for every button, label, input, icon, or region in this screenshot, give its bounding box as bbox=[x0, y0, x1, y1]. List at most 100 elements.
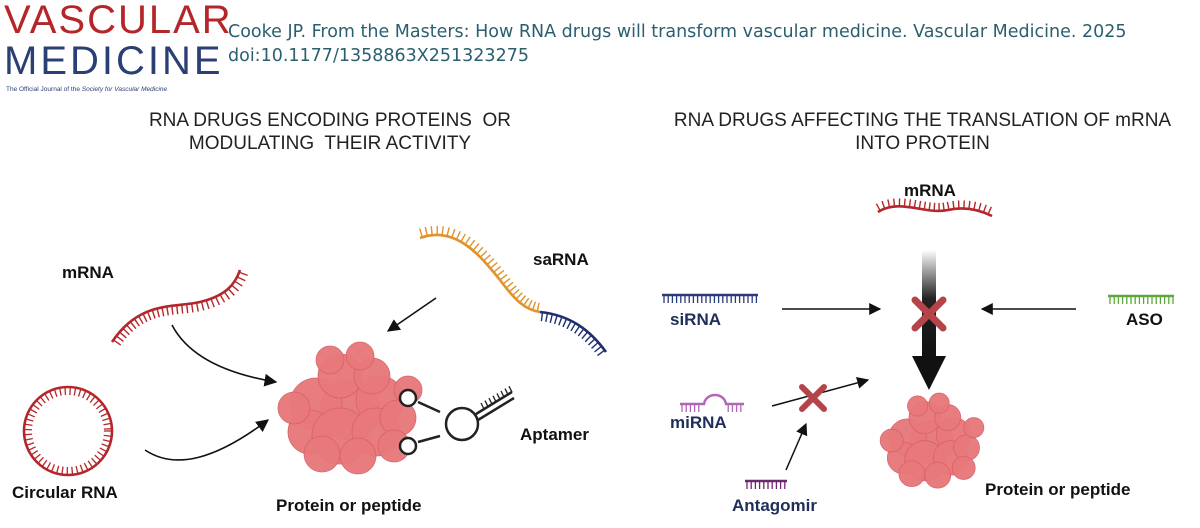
nucleotide-tick bbox=[500, 390, 505, 398]
right-panel-heading: RNA DRUGS AFFECTING THE TRANSLATION OF m… bbox=[673, 110, 1172, 154]
nucleotide-tick bbox=[27, 413, 36, 418]
protein-lobe bbox=[928, 392, 950, 414]
nucleotide-tick bbox=[94, 454, 102, 461]
label-antagomir: Antagomir bbox=[732, 496, 817, 515]
nucleotide-tick bbox=[210, 298, 215, 308]
nucleotide-tick bbox=[91, 457, 98, 465]
nucleotide-tick bbox=[523, 297, 530, 306]
nucleotide-tick bbox=[103, 434, 112, 438]
nucleotide-tick bbox=[451, 228, 456, 238]
nucleotide-tick bbox=[492, 395, 497, 403]
nucleotide-tick bbox=[82, 390, 87, 399]
nucleotide-tick bbox=[215, 296, 221, 306]
aso-strand bbox=[1108, 294, 1174, 304]
translation-arrow-shaft bbox=[922, 250, 936, 358]
nucleotide-tick bbox=[479, 250, 488, 258]
nucleotide-tick bbox=[887, 199, 891, 208]
nucleotide-tick bbox=[238, 271, 248, 277]
translation-arrow-head bbox=[912, 356, 946, 390]
nucleotide-tick bbox=[64, 387, 67, 396]
sirna-strand bbox=[662, 293, 758, 303]
protein-lobe bbox=[303, 435, 341, 473]
nucleotide-tick bbox=[597, 349, 606, 357]
nucleotide-tick bbox=[504, 388, 509, 395]
nucleotide-tick bbox=[973, 201, 977, 210]
nucleotide-tick bbox=[982, 204, 987, 213]
nucleotide-tick bbox=[987, 206, 992, 215]
nucleotide-tick bbox=[558, 316, 563, 326]
nucleotide-tick bbox=[171, 305, 174, 315]
protein-lobe bbox=[879, 428, 904, 453]
nucleotide-tick bbox=[594, 345, 603, 353]
nucleotide-tick bbox=[195, 302, 199, 312]
nucleotide-tick bbox=[545, 312, 549, 323]
protein-lobe bbox=[345, 341, 375, 371]
nucleotide-tick bbox=[44, 393, 50, 401]
nucleotide-tick bbox=[137, 315, 144, 325]
nucleotide-tick bbox=[515, 292, 523, 300]
nucleotide-tick bbox=[903, 198, 906, 207]
strand-backbone bbox=[680, 393, 744, 406]
nucleotide-tick bbox=[581, 331, 589, 340]
nucleotide-tick bbox=[505, 281, 514, 289]
nucleotide-tick bbox=[460, 233, 466, 243]
nucleotide-tick bbox=[28, 446, 36, 451]
label-mrna-right: mRNA bbox=[904, 181, 956, 200]
protein-lobe bbox=[277, 391, 311, 425]
arrow-antagomir-to-block bbox=[785, 422, 808, 471]
nucleotide-tick bbox=[24, 437, 33, 441]
protein-lobe bbox=[898, 460, 926, 488]
x-stroke bbox=[799, 384, 827, 412]
logo-tagline-prefix: The Official Journal of the bbox=[6, 86, 82, 93]
nucleotide-tick bbox=[574, 325, 581, 334]
nucleotide-tick bbox=[100, 412, 109, 417]
nucleotide-tick bbox=[496, 269, 505, 277]
block-x-mirna bbox=[799, 384, 827, 412]
nucleotide-tick bbox=[98, 407, 107, 414]
nucleotide-tick bbox=[928, 202, 931, 211]
nucleotide-tick bbox=[73, 387, 77, 396]
nucleotide-tick bbox=[587, 338, 596, 346]
nucleotide-tick bbox=[424, 226, 428, 237]
nucleotide-tick bbox=[24, 433, 33, 436]
nucleotide-tick bbox=[142, 313, 148, 323]
nucleotide-tick bbox=[113, 339, 122, 346]
nucleotide-tick bbox=[913, 199, 917, 209]
nucleotide-tick bbox=[223, 291, 231, 300]
nucleotide-tick bbox=[553, 315, 558, 325]
nucleotide-tick bbox=[446, 227, 450, 237]
label-mirna: miRNA bbox=[670, 413, 727, 432]
nucleotide-tick bbox=[205, 300, 210, 310]
sarna-strand bbox=[418, 225, 608, 357]
nucleotide-tick bbox=[488, 397, 493, 405]
label-protein-left: Protein or peptide bbox=[276, 496, 421, 515]
nucleotide-tick bbox=[231, 284, 240, 292]
nucleotide-tick bbox=[540, 312, 544, 322]
nucleotide-tick bbox=[418, 228, 424, 238]
nucleotide-tick bbox=[125, 324, 134, 333]
nucleotide-tick bbox=[122, 327, 130, 336]
nucleotide-tick bbox=[32, 404, 40, 410]
nucleotide-tick bbox=[97, 451, 105, 457]
nucleotide-tick bbox=[151, 309, 156, 319]
nucleotide-tick bbox=[918, 200, 922, 209]
nucleotide-tick bbox=[115, 335, 124, 342]
nucleotide-tick bbox=[37, 456, 44, 464]
nucleotide-tick bbox=[133, 318, 140, 327]
nucleotide-tick bbox=[234, 280, 243, 287]
x-stroke bbox=[911, 296, 947, 332]
label-sirna: siRNA bbox=[670, 310, 721, 329]
nucleotide-tick bbox=[577, 328, 585, 337]
nucleotide-tick bbox=[77, 388, 82, 397]
nucleotide-tick bbox=[493, 265, 502, 273]
nucleotide-tick bbox=[464, 236, 471, 245]
nucleotide-tick bbox=[79, 464, 84, 473]
nucleotide-tick bbox=[95, 403, 104, 410]
nucleotide-tick bbox=[85, 392, 92, 401]
nucleotide-tick bbox=[549, 313, 554, 323]
arrow-mrna-to-protein bbox=[171, 324, 278, 387]
nucleotide-tick bbox=[893, 198, 896, 207]
nucleotide-tick bbox=[161, 307, 165, 317]
nucleotide-tick bbox=[508, 285, 517, 293]
